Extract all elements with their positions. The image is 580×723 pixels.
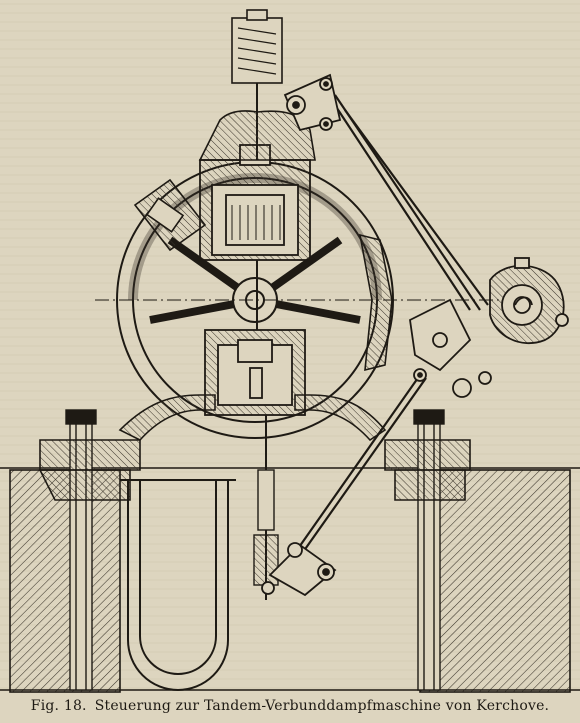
figure-caption: Fig. 18. Steuerung zur Tandem-Verbunddamp… xyxy=(0,698,580,714)
lower-bell-crank xyxy=(409,298,492,398)
upper-bell-crank xyxy=(283,73,342,132)
bottom-crank xyxy=(261,542,337,597)
cam-mechanism xyxy=(489,257,569,345)
exhaust-bend xyxy=(120,479,236,691)
figure-caption-text: Steuerung zur Tandem-Verbunddampfmaschin… xyxy=(94,698,550,714)
side-valve xyxy=(133,178,207,252)
linkage-rods xyxy=(289,83,489,563)
foundation xyxy=(0,467,580,693)
lower-valve-chamber xyxy=(204,329,306,416)
figure-number: Fig. 18. xyxy=(30,698,87,714)
base-flanges xyxy=(38,439,471,501)
upper-valve-chamber xyxy=(199,144,311,261)
spring-housing xyxy=(198,9,316,161)
